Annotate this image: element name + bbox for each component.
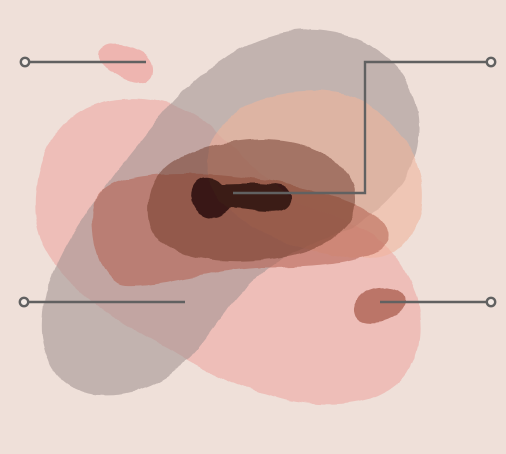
- small-terracotta-blob: [353, 286, 406, 323]
- callout-top-left[interactable]: [19, 56, 146, 68]
- callout-top-right-endpoint[interactable]: [485, 56, 497, 68]
- callout-top-right[interactable]: [233, 56, 497, 195]
- core-blob: [190, 177, 292, 218]
- callout-middle-left[interactable]: [18, 296, 185, 308]
- callout-middle-left-endpoint[interactable]: [18, 296, 30, 308]
- small-pink-blob: [97, 44, 154, 84]
- callout-middle-right[interactable]: [380, 296, 497, 308]
- callout-top-left-endpoint[interactable]: [19, 56, 31, 68]
- callout-middle-right-endpoint[interactable]: [485, 296, 497, 308]
- callout-lines: [18, 56, 497, 308]
